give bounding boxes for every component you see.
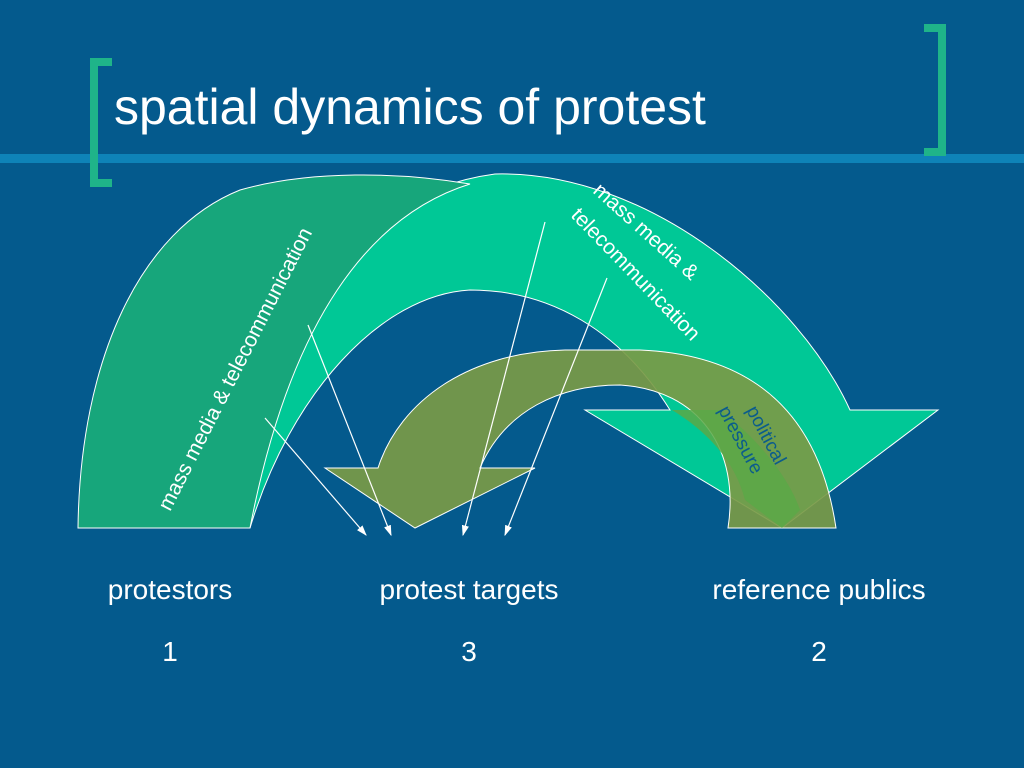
node-label-protestors: protestors <box>107 574 233 605</box>
line-arrow-3 <box>461 221 546 537</box>
node-number-protestors: 1 <box>162 636 178 667</box>
right-bracket <box>924 24 946 156</box>
title-rule <box>0 154 1024 163</box>
left-bracket <box>90 58 112 187</box>
left-arc-arrow <box>77 174 471 529</box>
middle-arc-arrow <box>323 349 837 529</box>
node-label-reference-publics: reference publics <box>712 574 926 605</box>
line-arrow-4 <box>504 277 608 537</box>
slide-title: spatial dynamics of protest <box>114 79 706 135</box>
overlap-region <box>672 410 800 528</box>
node-number-protest-targets: 3 <box>461 636 477 667</box>
line-arrow-2 <box>307 324 392 537</box>
node-number-reference-publics: 2 <box>811 636 827 667</box>
node-label-protest-targets: protest targets <box>379 574 559 605</box>
line-arrow-1 <box>264 417 367 536</box>
